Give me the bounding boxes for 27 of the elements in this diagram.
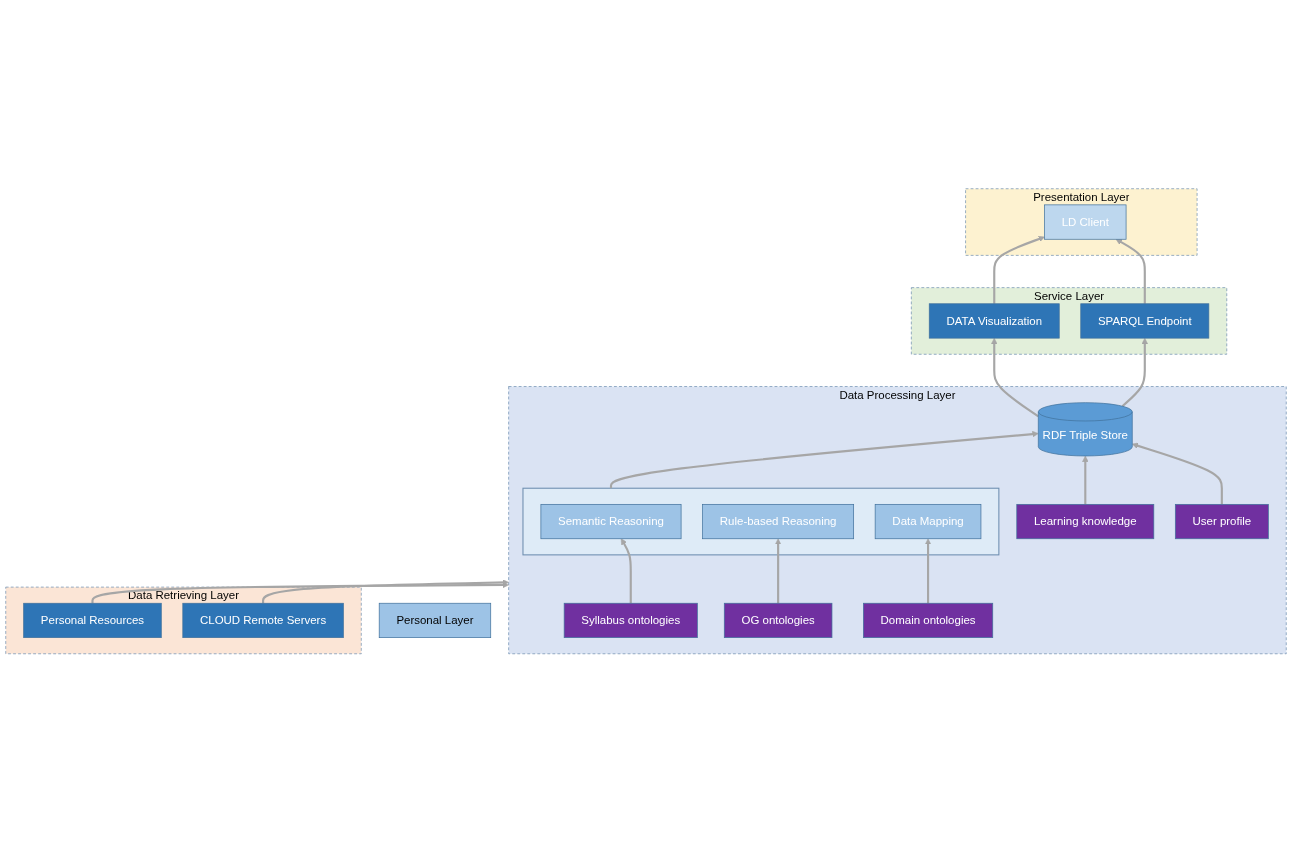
arrow: [993, 236, 1045, 304]
node-box: Semantic Reasoning: [540, 504, 682, 540]
node-box: Personal Layer: [378, 603, 492, 639]
arrow: [620, 538, 632, 604]
arrow: [1121, 338, 1148, 408]
node-box: Learning knowledge: [1016, 504, 1155, 540]
node-box: Personal Resources: [23, 603, 162, 639]
node-box: OG ontologies: [723, 603, 833, 639]
arrow: [609, 431, 1039, 489]
arrow: [991, 338, 1039, 418]
node-box: User profile: [1174, 504, 1269, 540]
node-box: Data Mapping: [874, 504, 982, 540]
node-box: Rule-based Reasoning: [702, 504, 854, 540]
arrow: [1132, 443, 1223, 505]
node-box: DATA Visualization: [928, 303, 1060, 339]
arrow: [91, 582, 509, 604]
arrow: [1082, 455, 1089, 505]
node-box: CLOUD Remote Servers: [182, 603, 344, 639]
arrow: [262, 579, 509, 604]
arrow: [924, 538, 932, 604]
cluster: [522, 487, 1000, 556]
node-box: LD Client: [1044, 204, 1127, 240]
arrow: [1115, 239, 1146, 304]
node-box: Syllabus ontologies: [563, 603, 698, 639]
arrow: [774, 538, 782, 604]
node-box: Domain ontologies: [863, 603, 994, 639]
node-box: SPARQL Endpoint: [1080, 303, 1210, 339]
